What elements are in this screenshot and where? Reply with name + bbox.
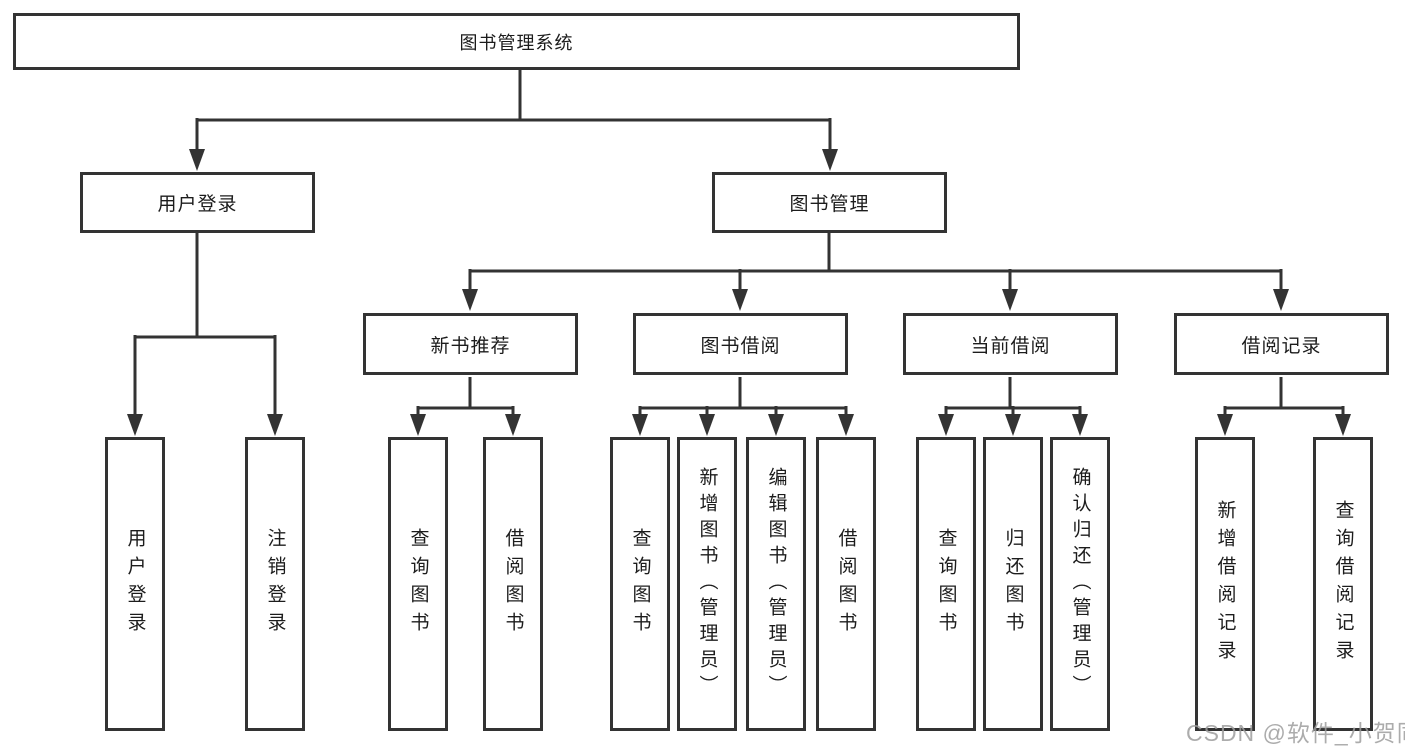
- node-label: 借阅记录: [1241, 335, 1322, 357]
- leaf-query-books-borrow: 查询图书: [610, 437, 670, 731]
- leaf-confirm-return-admin: 确认归还（管理员）: [1050, 437, 1110, 731]
- leaf-logout: 注销登录: [245, 437, 305, 731]
- leaf-borrow-books: 借阅图书: [816, 437, 876, 731]
- node-label: 当前借阅: [970, 335, 1051, 357]
- arrowhead-icons: [127, 149, 1351, 436]
- leaf-add-books-admin: 新增图书（管理员）: [677, 437, 737, 731]
- node-borrow-records: 借阅记录: [1174, 313, 1389, 375]
- node-label: 图书管理: [789, 194, 870, 215]
- csdn-watermark: CSDN @软件_小贺同学: [1186, 720, 1405, 746]
- leaf-return-books: 归还图书: [983, 437, 1043, 731]
- leaf-query-books-recommend: 查询图书: [388, 437, 448, 731]
- node-new-book-recommend: 新书推荐: [363, 313, 578, 375]
- node-label: 图书借阅: [700, 335, 781, 357]
- node-book-management-branch: 图书管理: [712, 172, 947, 233]
- leaf-query-borrow-record: 查询借阅记录: [1313, 437, 1373, 731]
- node-label: 新书推荐: [430, 335, 511, 357]
- node-book-borrow: 图书借阅: [633, 313, 848, 375]
- leaf-query-books-current: 查询图书: [916, 437, 976, 731]
- node-label: 用户登录: [157, 194, 238, 215]
- node-user-login-branch: 用户登录: [80, 172, 315, 233]
- node-label: 图书管理系统: [459, 32, 574, 53]
- leaf-borrow-books-recommend: 借阅图书: [483, 437, 543, 731]
- node-current-borrow: 当前借阅: [903, 313, 1118, 375]
- node-system-root: 图书管理系统: [13, 13, 1020, 70]
- leaf-user-login: 用户登录: [105, 437, 165, 731]
- leaf-add-borrow-record: 新增借阅记录: [1195, 437, 1255, 731]
- leaf-edit-books-admin: 编辑图书（管理员）: [746, 437, 806, 731]
